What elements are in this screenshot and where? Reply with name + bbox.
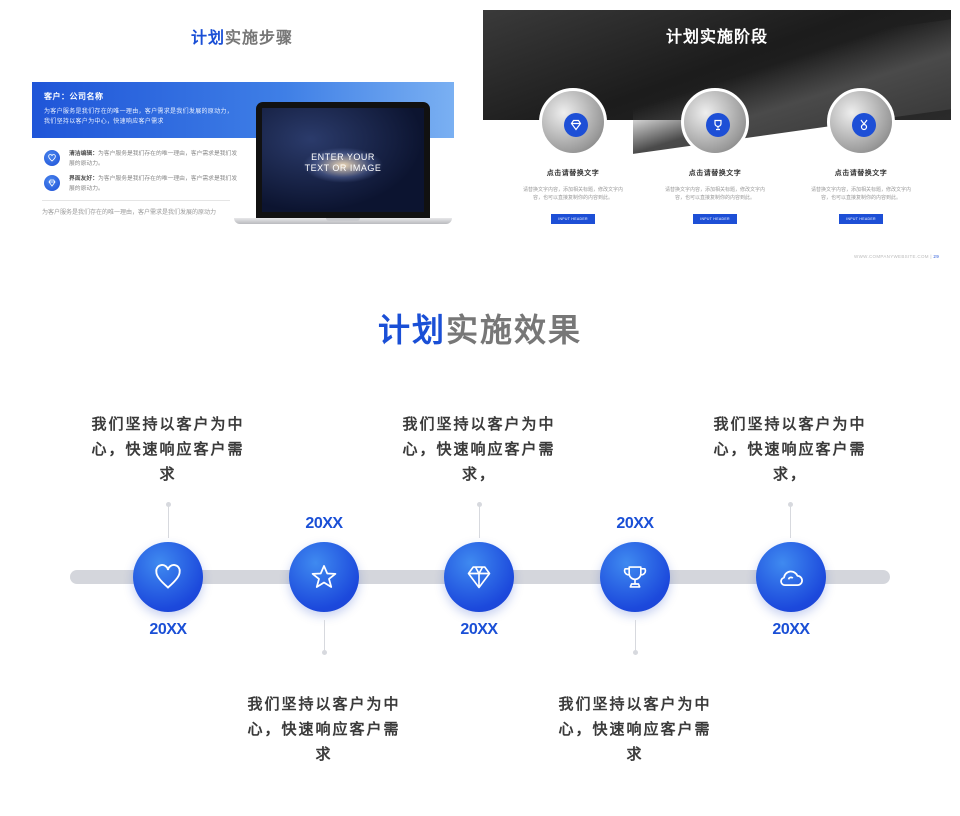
slide1-title: 计划实施步骤 [30,24,454,48]
milestone-text-line: 求 [626,746,644,763]
diamond-icon [467,566,491,589]
phase-text: 请替换文字内容，添加相关标题，修改文字内容，也可以直接复制你的内容到此。 [665,187,766,201]
diamond-icon [44,175,60,191]
connector-dot [477,502,482,507]
milestone-text-line: 求 [159,466,177,483]
connector-dot [788,502,793,507]
heart-icon [155,564,181,589]
input-header-button[interactable]: INPUT HEADER [551,214,595,224]
milestone-text-line: 我们坚持以客户为中 [558,696,712,713]
heart-icon [44,150,60,166]
phase-photo [827,88,895,156]
feature-text: 界面友好：为客户服务是我们存在的唯一理由，客户需求是我们发展的原动力。 [69,175,239,194]
star-icon [311,565,337,588]
feature-text: 清洁编辑：为客户服务是我们存在的唯一理由，客户需求是我们发展的原动力。 [69,150,239,169]
main-title-blue: 计划 [377,312,446,348]
slide-plan-phases: 计划实施阶段 点击请替换文字 请替换文字内容，添加相关标题，修改文字内容，也可以… [483,10,951,266]
feature-item: 界面友好：为客户服务是我们存在的唯一理由，客户需求是我们发展的原动力。 [44,173,244,197]
footer-site: WWW.COMPANYWEBSITE.COM [854,254,929,259]
connector-line [324,620,325,652]
slide-footer: WWW.COMPANYWEBSITE.COM | 29 [854,254,939,259]
phase-heading: 点击请替换文字 [834,170,888,177]
trophy-icon [623,566,647,588]
milestone-text-line: 心，快速响应客户需 [558,721,712,738]
input-header-button[interactable]: INPUT HEADER [839,214,883,224]
milestone-text-line: 心，快速响应客户需 [713,441,867,458]
phase-heading: 点击请替换文字 [688,170,742,177]
feature-desc: 为客户服务是我们存在的唯一理由，客户需求是我们发展的原动力。 [69,151,238,167]
connector-line [168,504,169,538]
laptop-notch [326,218,360,221]
feature-label: 清洁编辑： [69,151,98,157]
milestone-year: 20XX [460,621,498,638]
connector-dot [322,650,327,655]
milestone-year: 20XX [772,621,810,638]
phase-photo [539,88,607,156]
milestone-text-line: 我们坚持以客户为中 [402,416,556,433]
slide2-title: 计划实施阶段 [665,29,768,46]
phase-photo [681,88,749,156]
milestone-text-line: 我们坚持以客户为中 [91,416,245,433]
milestone-text-line: 求， [461,466,496,483]
phase-column: 点击请替换文字 请替换文字内容，添加相关标题，修改文字内容，也可以直接复制你的内… [655,88,775,258]
medal-icon [852,113,876,137]
phase-text: 请替换文字内容，添加相关标题，修改文字内容，也可以直接复制你的内容到此。 [811,187,912,201]
laptop-screen: ENTER YOUR TEXT OR IMAGE [262,108,424,212]
slide-plan-steps: 计划实施步骤 客户：公司名称 为客户服务是我们存在的唯一理由，客户需求是我们发展… [30,10,454,260]
milestone-node [756,542,826,612]
phase-column: 点击请替换文字 请替换文字内容，添加相关标题，修改文字内容，也可以直接复制你的内… [801,88,921,258]
milestone-text: 我们坚持以客户为中 心，快速响应客户需 求 [550,692,720,767]
slide1-title-grey: 实施步骤 [225,30,294,47]
feature-label: 界面友好： [69,176,98,182]
connector-dot [166,502,171,507]
trophy-icon [706,113,730,137]
phase-heading: 点击请替换文字 [546,170,600,177]
connector-line [635,620,636,652]
divider [42,200,230,201]
client-desc: 为客户服务是我们存在的唯一理由，客户需求是我们发展的原动力，我们坚持以客户为中心… [44,109,234,125]
connector-line [479,504,480,538]
connector-dot [633,650,638,655]
milestone-text-line: 心，快速响应客户需 [91,441,245,458]
page-number: 29 [933,254,939,259]
main-title-grey: 实施效果 [446,312,583,348]
milestone-node [444,542,514,612]
milestone-year: 20XX [149,621,187,638]
milestone-text: 我们坚持以客户为中 心，快速响应客户需 求， [394,412,564,487]
input-header-button[interactable]: INPUT HEADER [693,214,737,224]
milestone-text-line: 心，快速响应客户需 [402,441,556,458]
feature-item: 清洁编辑：为客户服务是我们存在的唯一理由，客户需求是我们发展的原动力。 [44,148,244,172]
milestone-node [289,542,359,612]
slide1-title-blue: 计划 [190,30,225,47]
main-title: 计划实施效果 [0,305,960,351]
milestone-text-line: 我们坚持以客户为中 [713,416,867,433]
footer-text: 为客户服务是我们存在的唯一理由，客户需求是我们发展的原动力 [42,210,217,216]
client-label: 客户：公司名称 [44,92,104,101]
phase-column: 点击请替换文字 请替换文字内容，添加相关标题，修改文字内容，也可以直接复制你的内… [513,88,633,258]
cloud-icon [780,570,803,587]
milestone-text: 我们坚持以客户为中 心，快速响应客户需 求， [705,412,875,487]
laptop-base [234,218,452,224]
milestone-text-line: 求， [772,466,807,483]
feature-desc: 为客户服务是我们存在的唯一理由，客户需求是我们发展的原动力。 [69,176,238,192]
laptop-lid: ENTER YOUR TEXT OR IMAGE [256,102,430,218]
phase-text: 请替换文字内容，添加相关标题，修改文字内容，也可以直接复制你的内容到此。 [523,187,624,201]
laptop-mockup: ENTER YOUR TEXT OR IMAGE [234,102,452,230]
milestone-node [133,542,203,612]
laptop-placeholder-text: ENTER YOUR TEXT OR IMAGE [304,152,382,173]
milestone-text: 我们坚持以客户为中 心，快速响应客户需 求 [239,692,409,767]
milestone-text: 我们坚持以客户为中 心，快速响应客户需 求 [83,412,253,487]
diamond-icon [564,113,588,137]
milestone-text-line: 我们坚持以客户为中 [247,696,401,713]
milestone-year: 20XX [305,515,343,532]
connector-line [790,504,791,538]
milestone-year: 20XX [616,515,654,532]
milestone-text-line: 求 [315,746,333,763]
milestone-text-line: 心，快速响应客户需 [247,721,401,738]
milestone-node [600,542,670,612]
